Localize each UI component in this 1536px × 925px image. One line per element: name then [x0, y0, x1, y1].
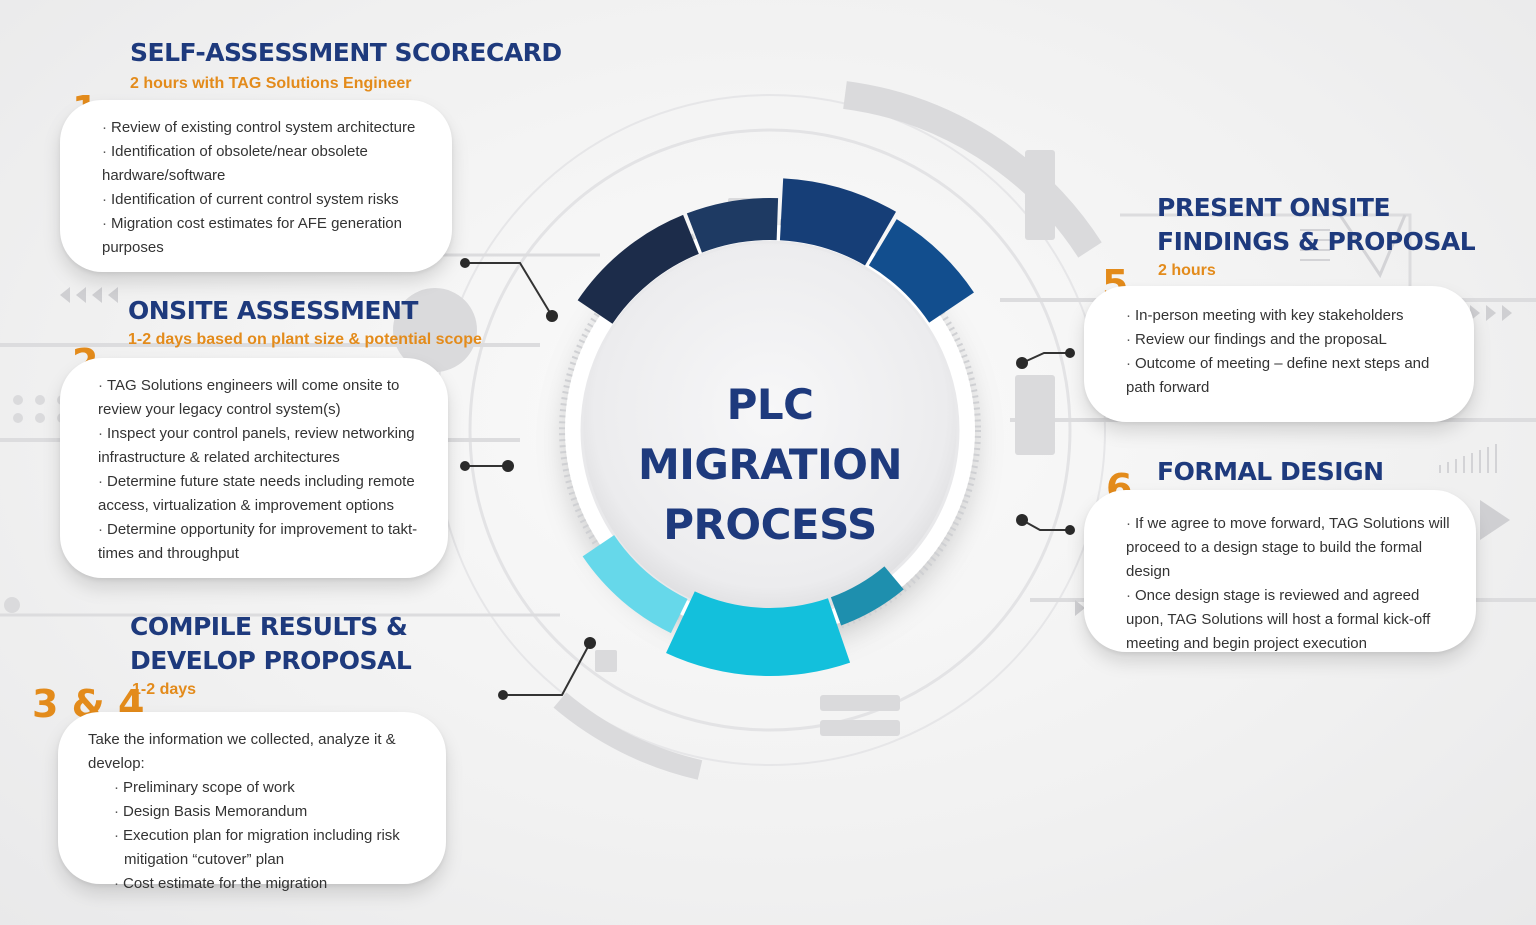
ring-segment	[582, 535, 688, 634]
step5-title-line1: PRESENT ONSITE	[1157, 193, 1391, 222]
step2-list: ·TAG Solutions engineers will come onsit…	[98, 374, 426, 566]
ring-segment	[666, 591, 851, 676]
list-item: ·Identification of obsolete/near obsolet…	[102, 143, 368, 184]
step3-card: Take the information we collected, analy…	[58, 712, 446, 892]
list-item: ·Inspect your control panels, review net…	[98, 425, 415, 466]
step6-list: ·If we agree to move forward, TAG Soluti…	[1126, 512, 1460, 656]
step5-card: ·In-person meeting with key stakeholders…	[1084, 286, 1474, 422]
ring-segment	[577, 214, 699, 324]
step6-title: FORMAL DESIGN	[1157, 457, 1384, 486]
list-item: ·Outcome of meeting – define next steps …	[1126, 355, 1430, 396]
list-item: ·Determine future state needs including …	[98, 473, 415, 514]
step3-list: ·Preliminary scope of work ·Design Basis…	[88, 776, 428, 896]
step2-card: ·TAG Solutions engineers will come onsit…	[60, 358, 448, 578]
step1-card: ·Review of existing control system archi…	[60, 100, 452, 272]
step1-subtitle: 2 hours with TAG Solutions Engineer	[130, 75, 412, 92]
step1-list: ·Review of existing control system archi…	[102, 116, 422, 260]
step3-subtitle: 1-2 days	[132, 681, 197, 698]
list-item: ·Review our findings and the proposaL	[1126, 331, 1387, 348]
step3-title-line2: DEVELOP PROPOSAL	[130, 646, 412, 675]
ring-segment	[779, 178, 896, 266]
list-item: ·Cost estimate for the migration	[114, 875, 328, 892]
list-item: ·Design Basis Memorandum	[114, 803, 308, 820]
list-item: ·Once design stage is reviewed and agree…	[1126, 587, 1431, 652]
list-item: ·Identification of current control syste…	[102, 191, 399, 208]
ring-segment	[830, 566, 904, 626]
list-item: ·Preliminary scope of work	[114, 779, 295, 796]
step3-title-line1: COMPILE RESULTS &	[130, 612, 408, 641]
step5-subtitle: 2 hours	[1158, 262, 1216, 279]
list-item: ·TAG Solutions engineers will come onsit…	[98, 377, 400, 418]
step2-title: ONSITE ASSESSMENT	[128, 296, 418, 325]
list-item: ·In-person meeting with key stakeholders	[1126, 307, 1404, 324]
list-item: ·Execution plan for migration including …	[114, 827, 400, 868]
list-item: ·If we agree to move forward, TAG Soluti…	[1126, 515, 1450, 580]
list-item: ·Determine opportunity for improvement t…	[98, 521, 418, 562]
ring-segment	[868, 219, 974, 323]
list-item: ·Migration cost estimates for AFE genera…	[102, 215, 402, 256]
center-title: PLC MIGRATION PROCESS	[590, 375, 950, 555]
step5-list: ·In-person meeting with key stakeholders…	[1126, 304, 1450, 400]
step3-intro: Take the information we collected, analy…	[88, 731, 396, 772]
step1-title: SELF-ASSESSMENT SCORECARD	[130, 38, 562, 67]
step2-subtitle: 1-2 days based on plant size & potential…	[128, 331, 482, 348]
ring-segment	[686, 197, 779, 253]
center-title-line2: PROCESS	[663, 500, 877, 549]
step6-card: ·If we agree to move forward, TAG Soluti…	[1084, 490, 1476, 652]
center-title-line1: PLC MIGRATION	[637, 380, 903, 489]
step5-title-line2: FINDINGS & PROPOSAL	[1157, 227, 1476, 256]
list-item: ·Review of existing control system archi…	[102, 119, 416, 136]
